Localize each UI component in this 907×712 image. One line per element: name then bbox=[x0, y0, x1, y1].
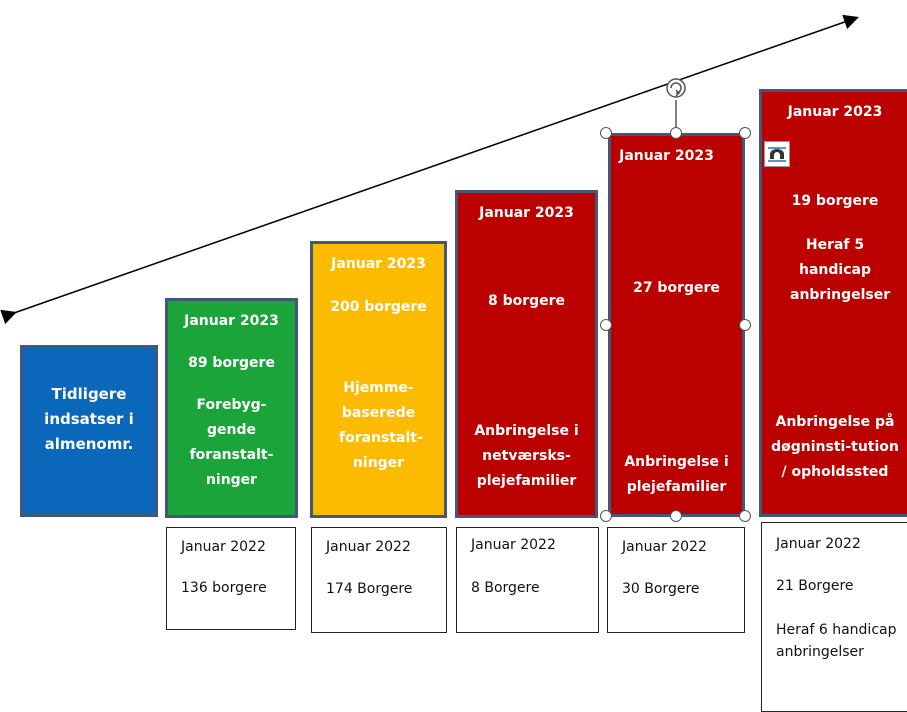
box-home-based: Januar 2023 200 borgere Hjemme-baserede … bbox=[310, 241, 447, 518]
institution-extra: Heraf 5 handicap anbringelser bbox=[790, 237, 891, 303]
institution-count: 19 borgere bbox=[791, 193, 879, 209]
box-preventive: Januar 2023 89 borgere Forebyg-gende for… bbox=[165, 298, 298, 518]
bottom-preventive-count: 136 borgere bbox=[181, 580, 267, 596]
foster-families-count: 27 borgere bbox=[633, 280, 720, 296]
arrow-line bbox=[0, 14, 859, 325]
preventive-count: 89 borgere bbox=[188, 355, 275, 371]
foster-families-date: Januar 2023 bbox=[619, 148, 714, 164]
institution-date: Januar 2023 bbox=[787, 104, 883, 120]
resize-handle-top-right[interactable] bbox=[739, 127, 751, 139]
preventive-date: Januar 2023 bbox=[184, 313, 279, 329]
resize-handle-left[interactable] bbox=[600, 319, 612, 331]
box-foster-families[interactable]: Januar 2023 27 borgere Anbringelse i ple… bbox=[608, 133, 745, 517]
bottom-foster-families-date: Januar 2022 bbox=[622, 539, 707, 555]
bottom-foster-families-count: 30 Borgere bbox=[622, 581, 700, 597]
bottom-institution-extra: Heraf 6 handicap anbringelser bbox=[776, 622, 897, 660]
foster-families-desc: Anbringelse i plejefamilier bbox=[624, 454, 729, 495]
box-institution: Januar 2023 19 borgere Heraf 5 handicap … bbox=[759, 89, 907, 517]
bottom-home-based-date: Januar 2022 bbox=[326, 539, 411, 555]
home-based-date: Januar 2023 bbox=[331, 256, 426, 272]
resize-handle-top-left[interactable] bbox=[600, 127, 612, 139]
box-network-foster: Januar 2023 8 borgere Anbringelse i netv… bbox=[455, 190, 598, 518]
network-foster-date: Januar 2023 bbox=[479, 205, 574, 221]
bottom-box-preventive: Januar 2022 136 borgere bbox=[166, 527, 296, 630]
resize-handle-bottom[interactable] bbox=[670, 510, 682, 522]
bottom-box-institution: Januar 2022 21 Borgere Heraf 6 handicap … bbox=[761, 522, 907, 712]
bottom-network-foster-date: Januar 2022 bbox=[471, 537, 556, 553]
bottom-institution-date: Januar 2022 bbox=[776, 536, 861, 552]
bottom-preventive-date: Januar 2022 bbox=[181, 539, 266, 555]
box-earlier-efforts: Tidligere indsatser i almenomr. bbox=[20, 345, 158, 517]
bottom-institution-count: 21 Borgere bbox=[776, 578, 854, 594]
resize-handle-bottom-right[interactable] bbox=[739, 510, 751, 522]
preventive-desc: Forebyg-gende foranstalt-ninger bbox=[189, 397, 274, 488]
institution-desc: Anbringelse på døgninsti-tution / ophold… bbox=[771, 414, 899, 480]
bottom-box-foster-families: Januar 2022 30 Borgere bbox=[607, 527, 745, 633]
rotate-handle-icon[interactable] bbox=[666, 78, 686, 98]
resize-handle-right[interactable] bbox=[739, 319, 751, 331]
resize-handle-bottom-left[interactable] bbox=[600, 510, 612, 522]
resize-handle-top[interactable] bbox=[670, 127, 682, 139]
earlier-efforts-label: Tidligere indsatser i almenomr. bbox=[44, 385, 134, 453]
bottom-box-home-based: Januar 2022 174 Borgere bbox=[311, 527, 447, 633]
home-based-count: 200 borgere bbox=[330, 299, 427, 315]
network-foster-count: 8 borgere bbox=[487, 293, 566, 309]
bottom-network-foster-count: 8 Borgere bbox=[471, 580, 540, 596]
network-foster-desc: Anbringelse i netværsks-plejefamilier bbox=[474, 423, 579, 489]
bottom-home-based-count: 174 Borgere bbox=[326, 581, 413, 597]
bottom-box-network-foster: Januar 2022 8 Borgere bbox=[456, 527, 599, 633]
home-based-desc: Hjemme-baserede foranstalt-ninger bbox=[339, 380, 423, 471]
layout-options-icon[interactable] bbox=[764, 141, 790, 167]
